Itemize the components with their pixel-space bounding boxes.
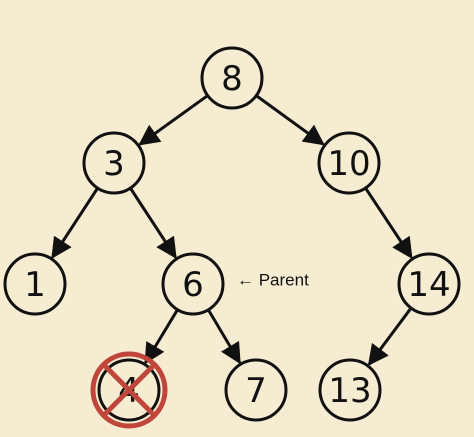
tree-node-1: 1 (3, 252, 67, 316)
node-circle (318, 358, 382, 422)
parent-annotation: ← Parent (237, 271, 309, 290)
edge-n3-n1 (51, 187, 99, 259)
edge-n14-n13 (367, 307, 413, 367)
tree-node-7: 7 (224, 358, 288, 422)
edge-n6-n7 (207, 309, 241, 365)
node-circle (224, 358, 288, 422)
tree-node-14: 14 (397, 252, 461, 316)
edges-layer (51, 94, 413, 367)
edge-n3-n6 (129, 187, 177, 259)
tree-node-3: 3 (82, 131, 146, 195)
node-label: 13 (328, 371, 371, 411)
node-circle (3, 252, 67, 316)
tree-node-8: 8 (200, 46, 264, 110)
delete-x-icon (90, 351, 168, 429)
node-circle (317, 131, 381, 195)
node-circle (82, 131, 146, 195)
node-label: 3 (103, 144, 125, 184)
node-circle (161, 252, 225, 316)
tree-node-10: 10 (317, 131, 381, 195)
node-label: 10 (327, 144, 370, 184)
node-label: 8 (221, 59, 243, 99)
node-circle (200, 46, 264, 110)
node-label: 14 (407, 265, 450, 305)
tree-node-4: 4 (90, 351, 168, 429)
nodes-layer: 8 3 10 1 6 14 4 7 13 (3, 46, 461, 429)
node-label: 7 (245, 371, 267, 411)
node-label: 6 (182, 265, 204, 305)
edge-n6-n4 (144, 308, 179, 365)
node-label: 1 (24, 265, 46, 305)
annotation-layer: ← Parent (237, 271, 309, 290)
node-circle (397, 252, 461, 316)
edge-n10-n14 (364, 187, 413, 260)
edge-n8-n10 (255, 94, 325, 146)
edge-n8-n3 (138, 94, 209, 146)
tree-node-13: 13 (318, 358, 382, 422)
tree-node-6: 6 (161, 252, 225, 316)
